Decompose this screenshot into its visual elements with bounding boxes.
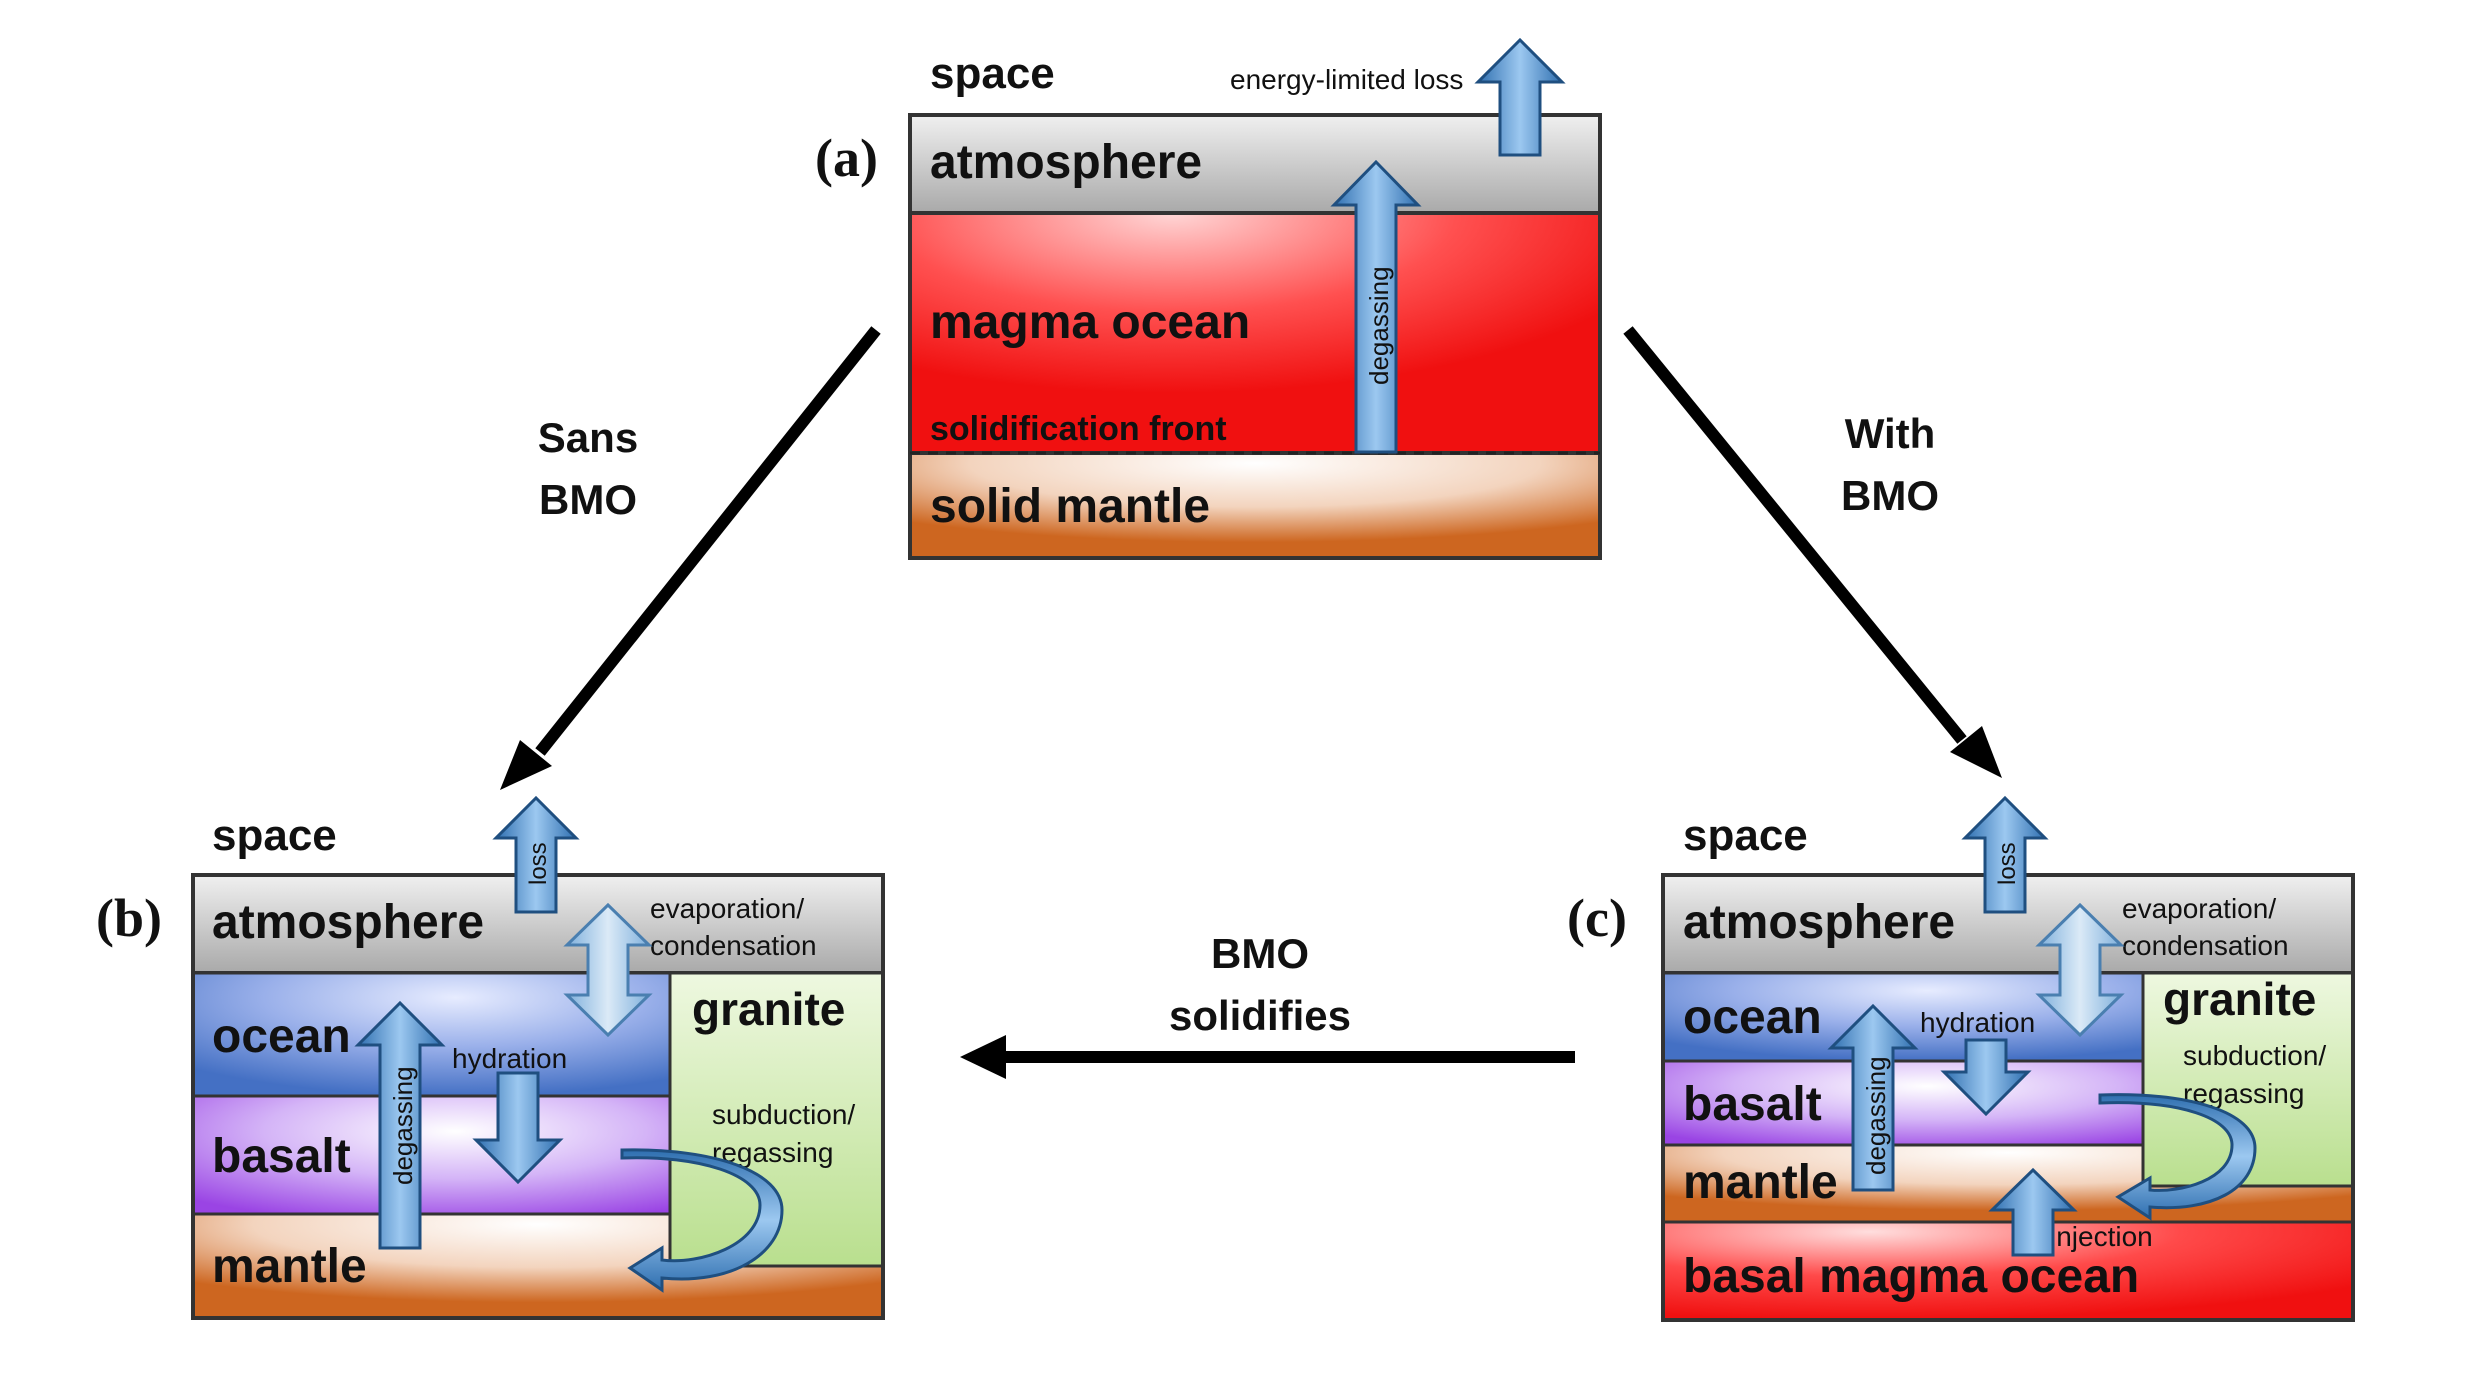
transition-bmo-solidifies: BMO solidifies bbox=[960, 930, 1575, 1079]
panel-a-solidification-front-label: solidification front bbox=[930, 410, 1227, 448]
panel-c-condensation-label: condensation bbox=[2122, 930, 2289, 961]
panel-b-condensation-label: condensation bbox=[650, 930, 817, 961]
panel-c-space-label: space bbox=[1683, 811, 1808, 860]
panel-a-solid-mantle-label: solid mantle bbox=[930, 480, 1210, 533]
panel-c-injection-up-arrow-icon bbox=[1988, 1167, 2078, 1257]
panel-b-loss-arrow: loss bbox=[492, 795, 580, 914]
up-arrow-icon bbox=[492, 795, 580, 914]
up-arrow-icon bbox=[1961, 795, 2049, 914]
panel-b-hydration-label: hydration bbox=[452, 1043, 567, 1074]
panel-c-degassing-arrow: degassing bbox=[1827, 1003, 1919, 1192]
panel-c-hydration-down-arrow-icon bbox=[1940, 1038, 2032, 1117]
panel-b-space-label: space bbox=[212, 811, 337, 860]
up-arrow-icon bbox=[354, 1000, 446, 1250]
bmo-solidifies-label-line2: solidifies bbox=[1169, 992, 1351, 1039]
panel-b-degassing-label: degassing bbox=[388, 1066, 418, 1185]
panel-b-basalt-layer bbox=[191, 1094, 672, 1216]
panel-c-injection-label: injection bbox=[2050, 1221, 2153, 1252]
panel-a-loss-arrow-icon bbox=[1474, 37, 1566, 157]
with-bmo-label-line1: With bbox=[1845, 410, 1936, 457]
sans-bmo-label-line2: BMO bbox=[539, 476, 637, 523]
up-arrow-icon bbox=[1827, 1003, 1919, 1192]
sans-bmo-label-line1: Sans bbox=[538, 414, 638, 461]
arrow-c-to-b-head-icon bbox=[960, 1035, 1006, 1079]
panel-c-subduction-curl-arrow bbox=[2098, 1093, 2257, 1221]
panel-c: space (c) atmosphere ocean basalt mantle… bbox=[1567, 795, 2355, 1322]
panel-b-tag: (b) bbox=[96, 888, 162, 948]
panel-b-granite-label: granite bbox=[692, 983, 845, 1035]
panel-c-tag: (c) bbox=[1567, 888, 1627, 948]
panel-a-atmosphere-layer bbox=[908, 113, 1602, 215]
arrow-a-to-b-head-icon bbox=[500, 740, 552, 790]
panel-c-evaporation-label: evaporation/ bbox=[2122, 893, 2276, 924]
panel-b-ocean-label: ocean bbox=[212, 1010, 351, 1063]
panel-c-basalt-label: basalt bbox=[1683, 1078, 1822, 1131]
panel-a-space-label: space bbox=[930, 49, 1055, 98]
panel-b: space (b) atmosphere ocean basalt mantle… bbox=[96, 795, 885, 1320]
panel-b-loss-label: loss bbox=[525, 842, 552, 885]
panel-b-subduction-curl-arrow bbox=[620, 1148, 784, 1293]
panel-c-mantle-label: mantle bbox=[1683, 1156, 1838, 1209]
panel-a: space (a) atmosphere magma ocean solidif… bbox=[815, 37, 1602, 560]
panel-c-evaporation-double-arrow-icon bbox=[2035, 902, 2125, 1038]
curl-arrow-icon bbox=[620, 1148, 784, 1293]
panel-c-atmosphere-label: atmosphere bbox=[1683, 896, 1955, 949]
up-arrow-icon bbox=[1330, 159, 1422, 454]
transition-sans-bmo: Sans BMO bbox=[500, 326, 881, 790]
panel-c-loss-arrow: loss bbox=[1961, 795, 2049, 914]
with-bmo-label-line2: BMO bbox=[1841, 472, 1939, 519]
bmo-solidifies-label-line1: BMO bbox=[1211, 930, 1309, 977]
panel-c-loss-label: loss bbox=[1994, 842, 2021, 885]
arrow-a-to-c-line bbox=[1623, 326, 1967, 744]
arrow-a-to-c-head-icon bbox=[1950, 726, 2002, 778]
panel-a-tag: (a) bbox=[815, 128, 878, 188]
panel-c-subduction-label: subduction/ bbox=[2183, 1040, 2326, 1071]
panel-b-mantle-label: mantle bbox=[212, 1240, 367, 1293]
panel-b-evaporation-label: evaporation/ bbox=[650, 893, 804, 924]
panel-c-hydration-label: hydration bbox=[1920, 1007, 2035, 1038]
panel-a-magma-ocean-layer bbox=[908, 211, 1602, 455]
panel-c-basal-magma-ocean-label: basal magma ocean bbox=[1683, 1250, 2139, 1303]
panel-a-degassing-arrow: degassing bbox=[1330, 159, 1422, 454]
panel-c-degassing-label: degassing bbox=[1861, 1056, 1891, 1175]
panel-b-evaporation-double-arrow-icon bbox=[563, 902, 653, 1038]
curl-arrow-icon bbox=[2098, 1093, 2257, 1221]
transition-with-bmo: With BMO bbox=[1623, 326, 2002, 778]
panel-b-hydration-down-arrow-icon bbox=[472, 1071, 564, 1185]
panel-b-atmosphere-label: atmosphere bbox=[212, 896, 484, 949]
panel-c-ocean-label: ocean bbox=[1683, 991, 1822, 1044]
panel-a-energy-limited-loss-label: energy-limited loss bbox=[1230, 64, 1463, 95]
panel-b-basalt-label: basalt bbox=[212, 1130, 351, 1183]
panel-c-granite-label: granite bbox=[2163, 973, 2316, 1025]
arrow-a-to-b-line bbox=[535, 326, 881, 756]
panel-b-subduction-label: subduction/ bbox=[712, 1099, 855, 1130]
panel-a-magma-ocean-label: magma ocean bbox=[930, 296, 1250, 349]
panel-b-degassing-arrow: degassing bbox=[354, 1000, 446, 1250]
panel-a-atmosphere-label: atmosphere bbox=[930, 136, 1202, 189]
panel-a-degassing-label: degassing bbox=[1364, 266, 1394, 385]
